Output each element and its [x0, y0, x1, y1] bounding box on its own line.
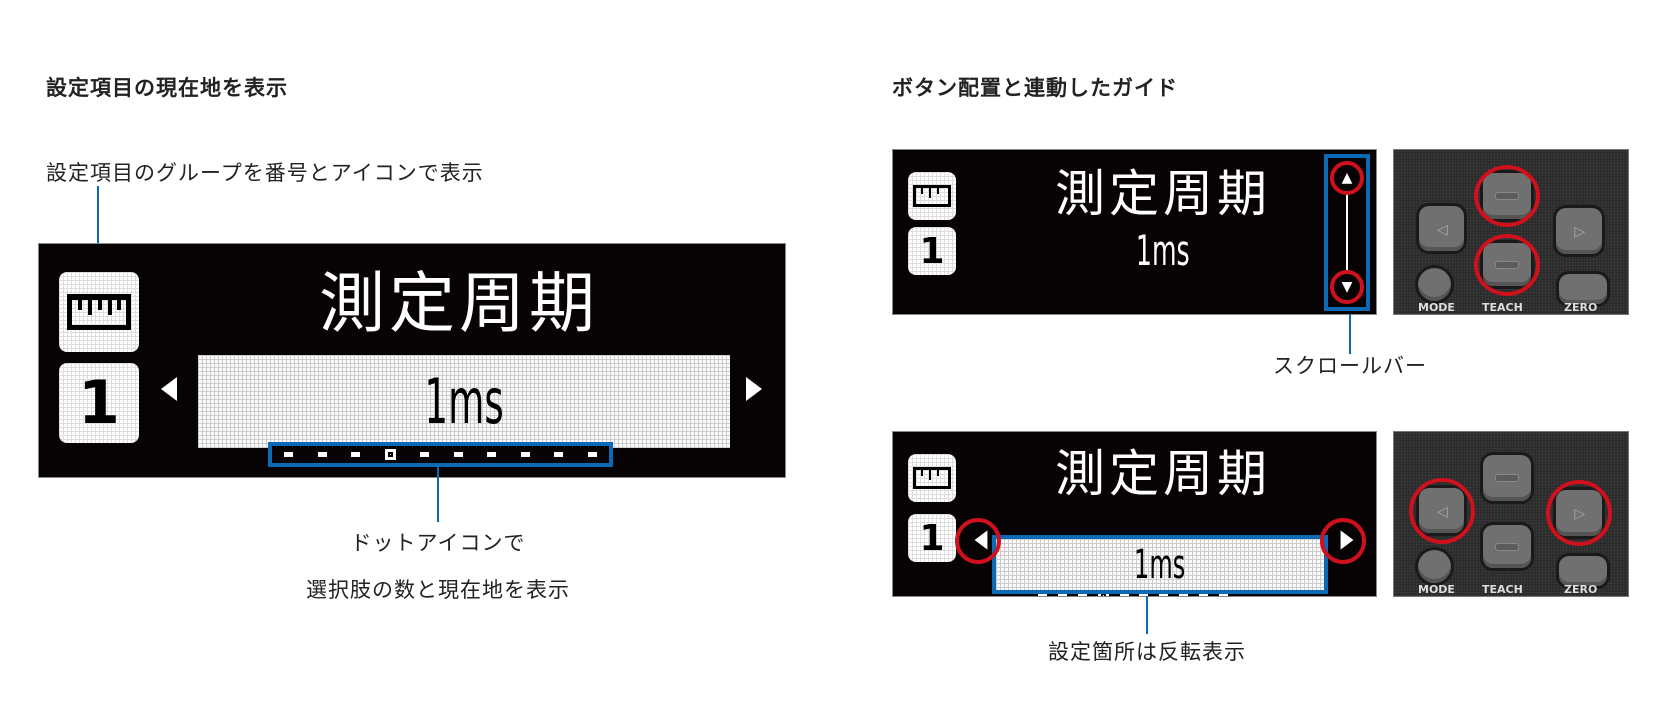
- option-dot: [1178, 592, 1188, 596]
- highlight-circle: [955, 518, 1001, 564]
- setting-title: 測定周期: [319, 265, 599, 342]
- highlight-circle: [1409, 478, 1475, 544]
- option-dot: [351, 452, 361, 457]
- right-arrow-icon[interactable]: [746, 377, 762, 401]
- scrollbar[interactable]: ▲ ▼: [1324, 154, 1370, 311]
- mode-label: MODE: [1418, 583, 1455, 596]
- highlight-circle: [1546, 480, 1612, 546]
- setting-value-highlighted[interactable]: 1ms: [992, 535, 1328, 594]
- dot-annotation-line2: 選択肢の数と現在地を表示: [306, 578, 570, 602]
- option-dot: [1198, 592, 1208, 596]
- setting-value: 1ms: [1136, 226, 1190, 275]
- group-number-badge: 1: [908, 514, 956, 562]
- down-button[interactable]: [1483, 525, 1531, 568]
- right-heading: ボタン配置と連動したガイド: [892, 76, 1178, 100]
- ruler-icon: [908, 454, 956, 502]
- option-dot: [520, 452, 530, 457]
- option-dot: [453, 452, 463, 457]
- mode-label: MODE: [1418, 301, 1455, 314]
- zero-button[interactable]: [1559, 556, 1607, 586]
- option-dot: [1077, 592, 1087, 596]
- setting-title: 測定周期: [1055, 445, 1271, 503]
- scroll-up-icon[interactable]: ▲: [1330, 161, 1364, 195]
- option-dot-current: [384, 449, 396, 460]
- option-dot: [554, 452, 564, 457]
- option-dot: [1218, 592, 1228, 596]
- teach-label: TEACH: [1482, 583, 1523, 596]
- annotation-line: [97, 186, 99, 258]
- highlight-circle: [1320, 518, 1366, 564]
- display-scroll: 1 測定周期 1ms ▲ ▼: [892, 149, 1377, 315]
- zero-label: ZERO: [1564, 301, 1598, 314]
- annotation-line: [437, 466, 439, 522]
- mode-button[interactable]: [1418, 550, 1451, 583]
- scrollbar-annotation: スクロールバー: [1273, 354, 1427, 378]
- option-dot: [1058, 592, 1068, 596]
- option-dot: [487, 452, 497, 457]
- left-button[interactable]: ◁: [1419, 206, 1464, 251]
- teach-label: TEACH: [1482, 301, 1523, 314]
- highlight-annotation: 設定箇所は反転表示: [1048, 640, 1246, 664]
- option-dot: [420, 452, 430, 457]
- option-dot: [1139, 592, 1149, 596]
- up-button[interactable]: [1483, 455, 1531, 501]
- option-dot: [1159, 592, 1169, 596]
- highlight-circle: [1474, 234, 1540, 296]
- scroll-down-icon[interactable]: ▼: [1330, 270, 1364, 304]
- right-button[interactable]: ▷: [1556, 208, 1602, 254]
- group-annotation: 設定項目のグループを番号とアイコンで表示: [46, 161, 484, 185]
- ruler-icon: [59, 272, 139, 352]
- display-highlight: 1 測定周期 1ms: [892, 431, 1377, 597]
- group-number-badge: 1: [908, 227, 956, 275]
- option-dots: [268, 442, 613, 467]
- setting-title: 測定周期: [1055, 165, 1271, 223]
- group-number-badge: 1: [59, 363, 139, 443]
- setting-value[interactable]: 1ms: [198, 355, 730, 448]
- option-dot: [587, 452, 597, 457]
- left-heading: 設定項目の現在地を表示: [46, 76, 288, 100]
- ruler-icon: [908, 172, 956, 220]
- display-large: 1 測定周期 1ms: [38, 243, 786, 478]
- zero-button[interactable]: [1559, 274, 1607, 304]
- annotation-line: [1146, 596, 1148, 634]
- option-dot: [284, 452, 294, 457]
- left-arrow-icon[interactable]: [161, 377, 177, 401]
- mode-button[interactable]: [1418, 268, 1451, 301]
- option-dot: [1038, 592, 1048, 596]
- annotation-line: [1349, 314, 1351, 354]
- option-dot: [317, 452, 327, 457]
- keypad-photo-2: ◁ ▷ MODE TEACH ZERO: [1393, 431, 1629, 597]
- option-dot: [1119, 592, 1129, 596]
- keypad-photo-1: ◁ ▷ MODE TEACH ZERO: [1393, 149, 1629, 315]
- zero-label: ZERO: [1564, 583, 1598, 596]
- highlight-circle: [1474, 165, 1540, 227]
- dot-annotation-line1: ドットアイコンで: [350, 531, 526, 555]
